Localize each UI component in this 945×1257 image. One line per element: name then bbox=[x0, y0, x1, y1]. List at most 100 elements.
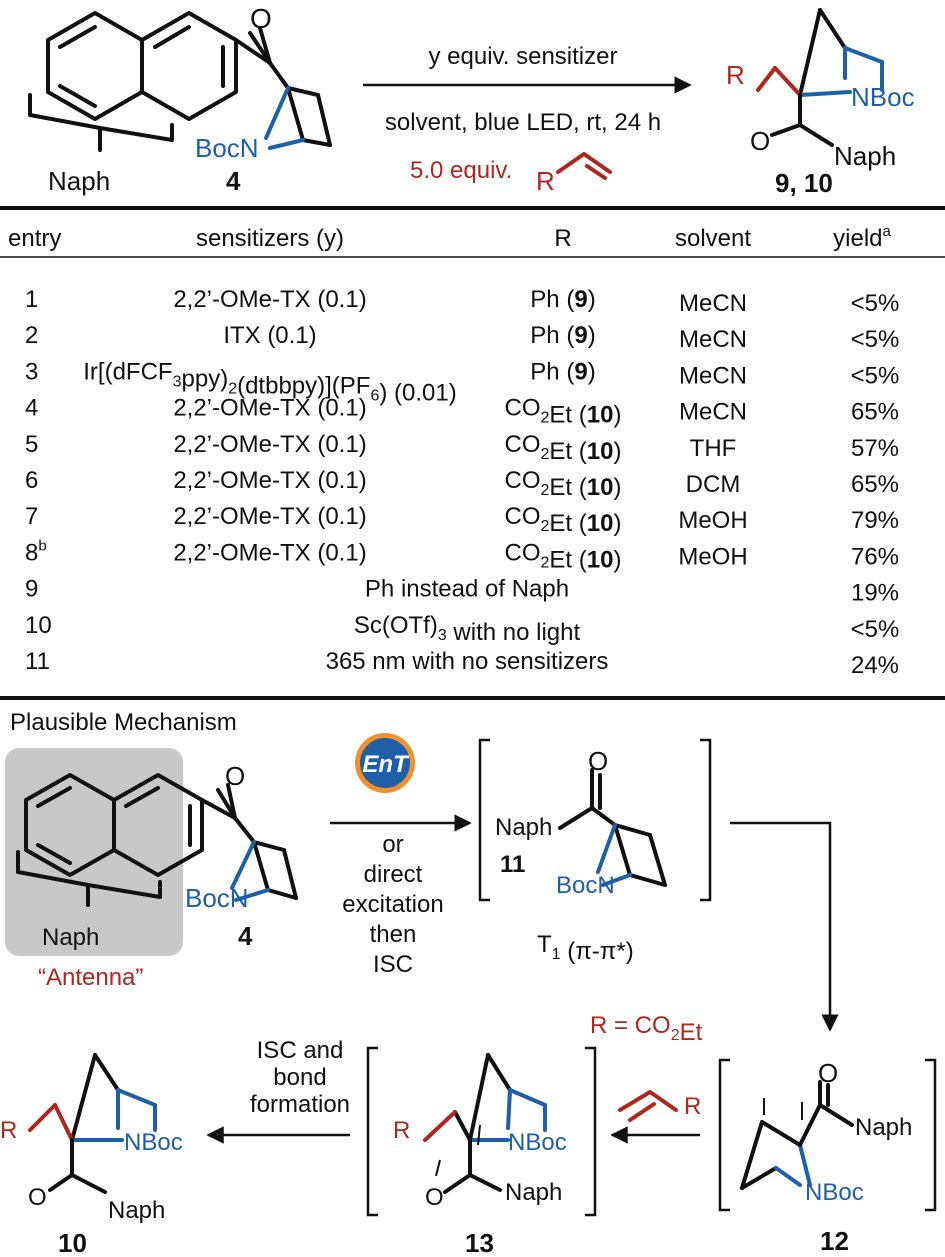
row-entry: 7 bbox=[25, 503, 38, 530]
svg-text:R: R bbox=[0, 1117, 17, 1144]
header-solvent: solvent bbox=[675, 225, 751, 252]
row-r-group: CO2Et (10) bbox=[505, 395, 622, 429]
alkene-equiv-text: 5.0 equiv. bbox=[410, 157, 512, 184]
alkene-r: R bbox=[536, 166, 555, 196]
row-solvent: MeCN bbox=[679, 326, 747, 353]
row-sensitizer: 2,2’-OMe-TX (0.1) bbox=[173, 286, 366, 313]
row-sensitizer: ITX (0.1) bbox=[223, 322, 316, 349]
intermediate-12: O Naph NBoc 12 bbox=[718, 1058, 937, 1256]
row-r-group: Ph (9) bbox=[530, 286, 595, 313]
reaction-arrow-conditions: y equiv. sensitizer solvent, blue LED, r… bbox=[363, 43, 692, 196]
row-entry: 9 bbox=[25, 576, 38, 603]
table-body: 1 2,2’-OMe-TX (0.1) Ph (9) MeCN <5% 2 ITX (0.1… bbox=[25, 286, 899, 679]
svg-text:NBoc: NBoc bbox=[124, 1129, 183, 1156]
ent-badge bbox=[360, 738, 410, 788]
svg-text:NBoc: NBoc bbox=[805, 1179, 864, 1206]
row-entry: 5 bbox=[25, 431, 38, 458]
svg-text:NBoc: NBoc bbox=[508, 1129, 567, 1156]
compound-4-label: 4 bbox=[226, 166, 241, 196]
row-r-group: Ph (9) bbox=[530, 322, 595, 349]
row-yield: 79% bbox=[851, 507, 899, 534]
product-oxygen: O bbox=[750, 126, 770, 156]
row-entry: 2 bbox=[25, 322, 38, 349]
int-11-state: T1 (π-π*) bbox=[537, 931, 634, 965]
row-sensitizer: Ir[(dFCF3ppy)2(dtbbpy)](PF6) (0.01) bbox=[83, 358, 456, 406]
intermediate-11: Naph O BocN 11 T1 (π-π*) bbox=[478, 738, 712, 965]
row-entry: 6 bbox=[25, 467, 38, 494]
row-entry: 4 bbox=[25, 395, 38, 422]
svg-text:O: O bbox=[225, 761, 245, 791]
row-yield: <5% bbox=[851, 290, 900, 317]
header-R: R bbox=[554, 225, 571, 252]
product-10-label: 10 bbox=[58, 1228, 87, 1257]
svg-text:O: O bbox=[425, 1184, 444, 1211]
int-11-label: 11 bbox=[500, 851, 525, 878]
carbonyl-oxygen: O bbox=[250, 3, 272, 34]
product-naph: Naph bbox=[834, 141, 896, 171]
naph-label: Naph bbox=[48, 166, 110, 196]
row-r-group: CO2Et (10) bbox=[505, 431, 622, 465]
arrow-top-text: y equiv. sensitizer bbox=[429, 43, 618, 70]
row-solvent: MeCN bbox=[679, 399, 747, 426]
arrow-to-12 bbox=[730, 821, 839, 1032]
svg-text:O: O bbox=[818, 1058, 838, 1088]
row-yield: 19% bbox=[851, 580, 899, 607]
int-12-label: 12 bbox=[820, 1226, 849, 1256]
row-yield: 65% bbox=[851, 471, 899, 498]
row-entry: 3 bbox=[25, 358, 38, 385]
row-entry: 1 bbox=[25, 286, 38, 313]
row-solvent: MeOH bbox=[678, 543, 747, 570]
arrow-bottom-text: solvent, blue LED, rt, 24 h bbox=[385, 109, 661, 136]
row-sensitizer: 2,2’-OMe-TX (0.1) bbox=[173, 467, 366, 494]
alkene-addition-arrow: R bbox=[610, 1090, 701, 1144]
row-r-group: CO2Et (10) bbox=[505, 503, 622, 537]
row-yield: <5% bbox=[851, 362, 900, 389]
product-9-10-structure: R NBoc O Naph 9, 10 bbox=[726, 8, 915, 198]
int-13-label: 13 bbox=[465, 1228, 494, 1257]
row-solvent: MeCN bbox=[679, 290, 747, 317]
row-r-group: CO2Et (10) bbox=[505, 539, 622, 573]
row-r-group: CO2Et (10) bbox=[505, 467, 622, 501]
boc-n-label: BocN bbox=[195, 133, 259, 163]
row-sensitizer: 2,2’-OMe-TX (0.1) bbox=[173, 503, 366, 530]
svg-text:BocN: BocN bbox=[185, 883, 249, 913]
row-solvent: MeOH bbox=[678, 507, 747, 534]
svg-text:R: R bbox=[684, 1093, 701, 1120]
svg-text:Naph: Naph bbox=[855, 1114, 912, 1141]
header-entry: entry bbox=[8, 225, 61, 252]
product-r: R bbox=[726, 60, 745, 90]
product-10-structure: R O Naph NBoc 10 bbox=[0, 1053, 183, 1257]
product-label: 9, 10 bbox=[775, 168, 833, 198]
row-r-group: Ph (9) bbox=[530, 358, 595, 385]
row-yield: 57% bbox=[851, 435, 899, 462]
svg-text:Naph: Naph bbox=[42, 924, 99, 951]
row-solvent: THF bbox=[690, 435, 737, 462]
svg-text:Naph: Naph bbox=[108, 1197, 165, 1224]
svg-text:BocN: BocN bbox=[556, 872, 615, 899]
row-sensitizer: 2,2’-OMe-TX (0.1) bbox=[173, 539, 366, 566]
r-equals-text: R = CO2Et bbox=[590, 1012, 703, 1046]
row-entry: 8b bbox=[25, 537, 47, 566]
header-sensitizers: sensitizers (y) bbox=[196, 225, 344, 252]
header-yield: yielda bbox=[833, 223, 891, 252]
svg-text:O: O bbox=[28, 1184, 47, 1211]
antenna-label: “Antenna” bbox=[38, 964, 143, 991]
row-yield: 24% bbox=[851, 652, 899, 679]
row-entry: 11 bbox=[25, 648, 50, 675]
row-entry: 10 bbox=[25, 612, 52, 639]
svg-text:Naph: Naph bbox=[505, 1179, 562, 1206]
row-yield: <5% bbox=[851, 326, 900, 353]
svg-text:O: O bbox=[588, 746, 608, 776]
row-solvent: DCM bbox=[686, 471, 741, 498]
row-note: 365 nm with no sensitizers bbox=[326, 648, 609, 675]
mechanism-compound-4: O BocN Naph “Antenna” 4 bbox=[5, 748, 298, 991]
mech-compound-4-label: 4 bbox=[238, 921, 253, 951]
row-yield: 65% bbox=[851, 399, 899, 426]
compound-4-structure: O BocN Naph 4 bbox=[28, 3, 332, 196]
